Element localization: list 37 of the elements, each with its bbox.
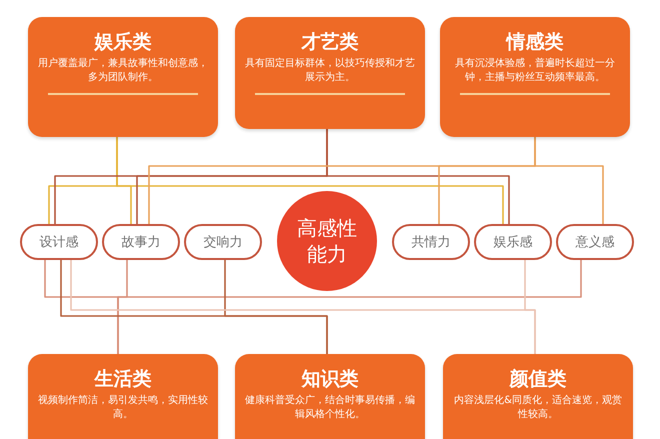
card-description: 具有固定目标群体，以技巧传授和才艺展示为主。 <box>245 57 415 85</box>
card-description: 内容浅层化&同质化，适合速览，观赏性较高。 <box>453 394 623 422</box>
card-title: 娱乐类 <box>94 30 152 55</box>
connector-line <box>524 260 536 354</box>
category-card <box>235 17 425 129</box>
core-label: 高感性能力 <box>296 215 358 267</box>
card-title: 才艺类 <box>302 30 358 55</box>
card-description: 视频制作简洁，易引发共鸣，实用性较高。 <box>38 394 208 422</box>
card-description: 用户覆盖最广，兼具故事性和创意感，多为团队制作。 <box>38 57 208 85</box>
trait-pill <box>556 224 634 260</box>
category-card <box>28 354 218 439</box>
category-card <box>440 17 630 137</box>
connector-line <box>534 137 604 224</box>
category-card <box>28 17 218 137</box>
category-card <box>443 354 633 439</box>
trait-label: 交响力 <box>204 234 242 251</box>
trait-pill <box>102 224 180 260</box>
trait-pill <box>474 224 552 260</box>
trait-pill <box>392 224 470 260</box>
connector-line <box>117 260 582 354</box>
card-title: 生活类 <box>94 367 152 392</box>
connector-line <box>326 129 510 224</box>
trait-pill <box>20 224 98 260</box>
trait-pill <box>184 224 262 260</box>
card-title: 颜值类 <box>510 367 566 392</box>
connector-line <box>116 137 504 224</box>
trait-label: 共情力 <box>412 234 450 251</box>
card-description: 具有沉浸体验感，普遍时长超过一分钟，主播与粉丝互动频率最高。 <box>454 57 616 85</box>
trait-label: 娱乐感 <box>494 234 532 251</box>
category-card <box>235 354 425 439</box>
trait-label: 设计感 <box>40 234 78 251</box>
trait-label: 故事力 <box>122 234 160 251</box>
card-title: 情感类 <box>506 30 564 55</box>
connector-line <box>224 260 328 354</box>
card-title: 知识类 <box>302 367 358 392</box>
trait-label: 意义感 <box>576 234 614 251</box>
card-description: 健康科普受众广，结合时事易传播，编辑风格个性化。 <box>245 394 415 422</box>
